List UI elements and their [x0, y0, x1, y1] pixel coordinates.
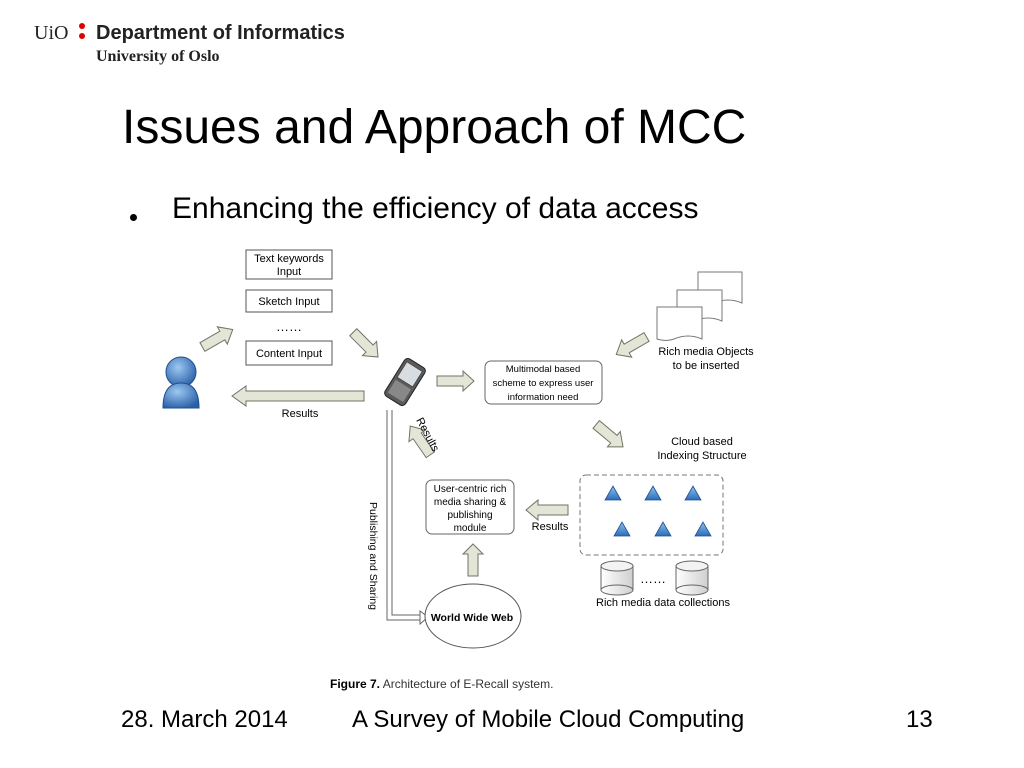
mobile-phone-icon	[384, 357, 426, 407]
ucr-label-4: module	[454, 523, 487, 534]
uio-logo-text: UiO	[34, 22, 69, 44]
inputs-ellipsis: ……	[276, 319, 302, 334]
rich-objects-label-1: Rich media Objects	[658, 346, 754, 358]
multimodal-scheme-box	[484, 360, 603, 405]
multimodal-label-2: scheme to express user	[493, 378, 594, 389]
rich-collections-label: Rich media data collections	[596, 597, 730, 609]
uio-logo-dots	[79, 23, 87, 43]
university-name: University of Oslo	[96, 48, 220, 65]
publishing-line-b	[391, 410, 422, 616]
cloud-index-box	[579, 474, 724, 556]
results-label-left: Results	[282, 408, 319, 420]
user-person-icon	[162, 356, 200, 409]
multimodal-label-1: Multimodal based	[506, 364, 580, 375]
arrow-objects-to-multimodal	[615, 331, 650, 358]
bullet-text: Enhancing the efficiency of data access	[172, 192, 699, 225]
text-keywords-label: Text keywords	[254, 253, 324, 265]
text-keywords-box	[245, 249, 333, 280]
ucr-label-2: media sharing &	[434, 497, 507, 508]
content-input-box	[245, 340, 333, 366]
slide-number: 13	[906, 706, 933, 733]
slide-title: Issues and Approach of MCC	[122, 101, 747, 154]
arrow-cloud-to-module	[525, 498, 569, 522]
publishing-line-a	[386, 410, 422, 621]
figure-caption: Figure 7. Architecture of E-Recall syste…	[330, 677, 553, 691]
text-keywords-label-2: Input	[277, 266, 301, 278]
figure-caption-number: Figure 7.	[330, 677, 380, 691]
sketch-input-box	[245, 289, 333, 313]
database-icon-right	[675, 560, 709, 596]
publishing-arrowhead	[419, 610, 429, 626]
multimodal-label-3: information need	[508, 392, 579, 403]
rich-media-documents-icon	[656, 271, 743, 341]
arrow-results-to-phone	[408, 425, 436, 459]
rich-objects-label-2: to be inserted	[673, 360, 740, 372]
arrow-user-to-inputs	[199, 326, 234, 353]
cloud-index-label-2: Indexing Structure	[657, 450, 746, 462]
databases-ellipsis: ……	[640, 571, 666, 586]
figure-caption-text: Architecture of E-Recall system.	[380, 677, 553, 691]
arrow-results-to-user	[231, 385, 365, 407]
arrow-multimodal-to-cloud	[592, 419, 624, 448]
sketch-input-label: Sketch Input	[258, 296, 319, 308]
results-label-mid: Results	[532, 521, 569, 533]
world-wide-web-cloud-icon	[424, 583, 522, 649]
ucr-label-3: publishing	[447, 510, 492, 521]
user-centric-module-box	[425, 479, 515, 535]
arrow-inputs-to-phone	[349, 328, 379, 358]
footer-date: 28. March 2014	[121, 706, 288, 733]
www-label: World Wide Web	[431, 612, 513, 624]
publishing-sharing-label: Publishing and Sharing	[367, 502, 379, 610]
ucr-label-1: User-centric rich	[434, 484, 507, 495]
bullet-marker	[130, 214, 137, 221]
database-icon-left	[600, 560, 634, 596]
index-triangles	[604, 485, 712, 537]
department-name: Department of Informatics	[96, 22, 345, 44]
content-input-label: Content Input	[256, 348, 322, 360]
cloud-index-label-1: Cloud based	[671, 436, 733, 448]
arrow-phone-to-multimodal	[436, 369, 475, 393]
arrow-www-to-module	[461, 543, 485, 577]
footer-title: A Survey of Mobile Cloud Computing	[352, 706, 745, 733]
